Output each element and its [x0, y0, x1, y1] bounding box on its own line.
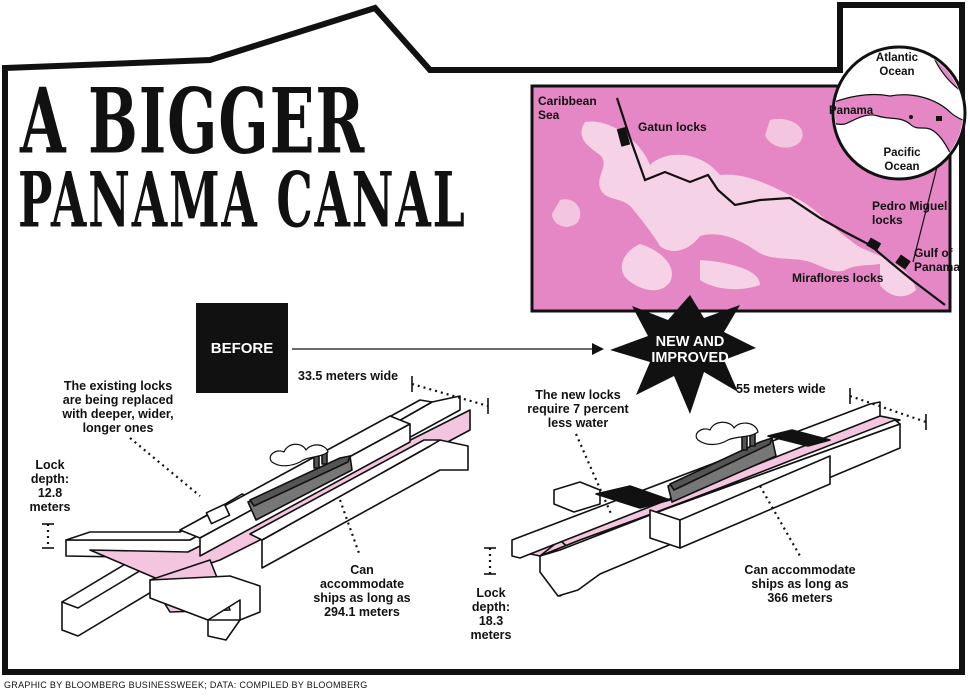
inset-dot	[909, 115, 913, 119]
replaced-note-leader	[129, 437, 201, 497]
inset-marker	[936, 116, 942, 121]
map-land-area	[621, 244, 672, 291]
before-label: BEFORE	[210, 340, 274, 357]
old-lock-ship-deck	[249, 455, 351, 507]
old-ship-smoke	[269, 443, 329, 467]
after-ship-leader	[759, 485, 801, 557]
old-ship-funnel	[313, 455, 320, 469]
atlantic-ocean-label: Atlantic Ocean	[875, 52, 919, 78]
inset-land	[835, 93, 963, 177]
before-ship-leader	[338, 499, 362, 557]
map-land-area	[581, 121, 888, 272]
old-lock-wall-top	[249, 439, 441, 541]
map-land-area	[880, 258, 916, 297]
new-lock-gate	[595, 485, 671, 509]
pedro-miguel-locks-marker	[866, 237, 882, 252]
new-lock-wall	[553, 481, 601, 513]
gatun-locks-label: Gatun locks	[638, 120, 707, 134]
panama-label: Panama	[829, 105, 874, 117]
inset-map	[831, 45, 967, 181]
old-lock-wall	[149, 575, 261, 621]
credit-line: GRAPHIC BY BLOOMBERG BUSINESSWEEK; DATA:…	[4, 680, 368, 690]
new-and-improved-burst	[610, 295, 756, 414]
after-width-leader	[849, 394, 927, 424]
before-width-label: 33.5 meters wide	[298, 369, 399, 383]
old-lock-gate	[205, 503, 231, 525]
new-lock-wall-top	[539, 419, 901, 557]
gulf-of-panama-label: Gulf of Panama	[914, 246, 961, 274]
new-ship-funnel	[741, 435, 748, 451]
after-ship-length-label: Can accommodate ships as long as 366 met…	[744, 563, 856, 605]
map-land-area	[765, 118, 803, 148]
map-land-area	[700, 260, 760, 290]
title-line-2: PANAMA CANAL	[18, 157, 467, 246]
old-locks-illustration	[61, 395, 471, 641]
new-ship-smoke	[695, 421, 759, 446]
water-note: The new locks require 7 percent less wat…	[527, 388, 629, 430]
miraflores-locks-marker	[895, 254, 911, 270]
before-width-leader	[411, 382, 489, 408]
title-line-1: A BIGGER	[20, 70, 366, 175]
map-land-area	[552, 199, 581, 227]
after-depth-label: Lock depth: 18.3 meters	[470, 586, 512, 642]
pedro-miguel-locks-label: Pedro Miguel locks	[872, 199, 948, 227]
gatun-locks-marker	[616, 127, 631, 147]
title-backdrop	[12, 78, 502, 238]
old-lock-wall-top	[65, 399, 433, 541]
new-and-improved-label: NEW AND IMPROVED	[651, 334, 729, 366]
after-width-label: 55 meters wide	[736, 382, 826, 396]
before-ship-length-label: Can accommodate ships as long as 294.1 m…	[313, 563, 411, 619]
arrow-head	[592, 343, 604, 355]
inset-connector	[912, 150, 942, 263]
new-lock-wall	[679, 455, 831, 549]
miraflores-locks-label: Miraflores locks	[792, 271, 884, 285]
dimension-ticks	[42, 376, 927, 575]
canal-route	[615, 97, 946, 306]
before-depth-label: Lock depth: 12.8 meters	[29, 458, 71, 514]
replaced-note: The existing locks are being replaced wi…	[62, 379, 174, 435]
old-lock-wall	[207, 619, 241, 641]
new-lock-gate	[767, 429, 831, 447]
caribbean-sea-label: Caribbean Sea	[538, 94, 597, 122]
new-locks-illustration	[511, 401, 901, 597]
outer-frame	[2, 2, 965, 675]
pacific-ocean-label: Pacific Ocean	[883, 147, 921, 173]
leader-lines	[46, 382, 927, 574]
before-box	[196, 303, 288, 393]
